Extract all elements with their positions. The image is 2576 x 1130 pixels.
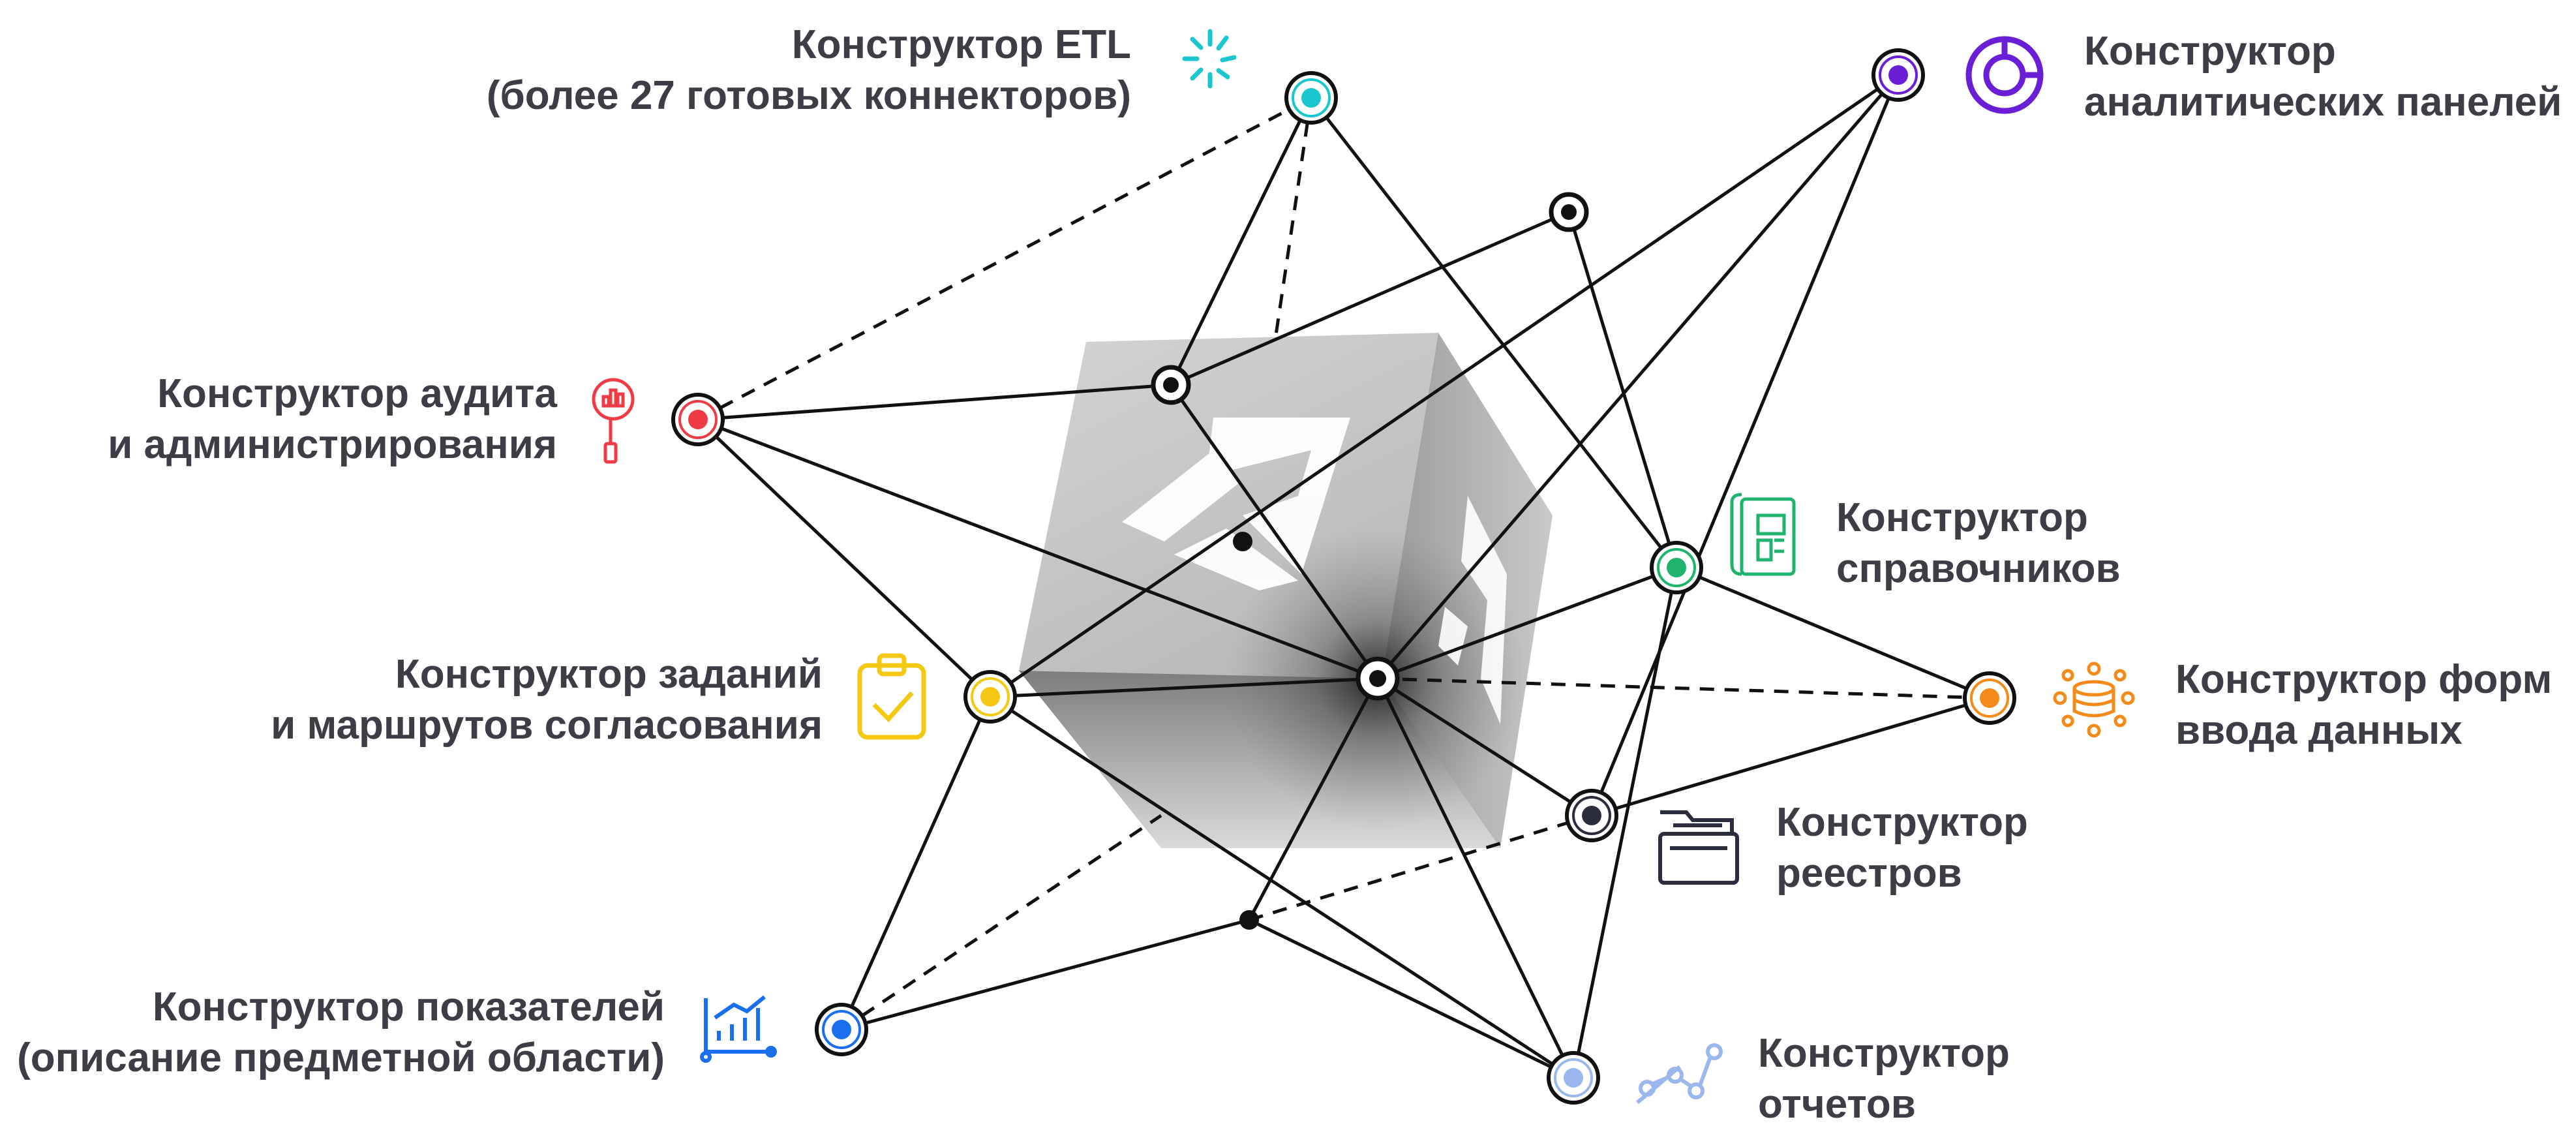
label-tasks-line2: и маршрутов согласования	[271, 703, 823, 748]
junction-node-dot	[1369, 670, 1386, 687]
label-forms-line1: Конструктор форм	[2175, 657, 2553, 702]
label-reports-line2: отчетов	[1758, 1082, 1916, 1127]
module-nodes	[671, 48, 2016, 1105]
cube-side-emblem	[1438, 496, 1507, 724]
node-indicators	[815, 1003, 868, 1056]
bar-chart-growth-icon	[700, 995, 777, 1063]
label-etl-line2: (более 27 готовых коннекторов)	[486, 73, 1131, 118]
node-tasks	[963, 670, 1017, 724]
scatter-graph-icon	[1636, 1043, 1723, 1105]
cube-front-emblem	[1122, 418, 1350, 590]
magnifier-chart-icon	[592, 378, 635, 464]
label-dashboards-line1: Конструктор	[2084, 29, 2336, 74]
label-reports-line1: Конструктор	[1758, 1031, 2010, 1076]
label-audit: Конструктор аудита и администрирования	[108, 369, 557, 470]
clipboard-check-icon	[857, 653, 926, 740]
junction-node-dot	[1163, 377, 1179, 393]
node-audit	[671, 393, 725, 446]
loading-spinner-icon	[1182, 29, 1237, 89]
connections	[697, 73, 1990, 1080]
label-indicators-line1: Конструктор показателей	[152, 985, 665, 1030]
label-registries-line1: Конструктор	[1776, 800, 2028, 845]
blueprint-scroll-icon	[1730, 493, 1796, 576]
label-indicators-line2: (описание предметной области)	[17, 1035, 665, 1080]
database-network-icon	[2053, 662, 2135, 738]
node-registries	[1565, 789, 1618, 842]
label-tasks-line1: Конструктор заданий	[395, 652, 823, 697]
label-audit-line2: и администрирования	[108, 422, 557, 467]
label-registries: Конструктор реестров	[1776, 797, 2028, 899]
label-etl-line1: Конструктор ETL	[791, 22, 1131, 67]
label-reports: Конструктор отчетов	[1758, 1028, 2010, 1130]
label-registries-line2: реестров	[1776, 851, 1962, 896]
junctions	[1151, 192, 1589, 930]
donut-chart-icon	[1965, 36, 2044, 114]
node-dashboards	[1871, 48, 1925, 102]
node-reports	[1547, 1051, 1600, 1105]
label-audit-line1: Конструктор аудита	[157, 371, 557, 416]
label-dashboards-line2: аналитических панелей	[2084, 80, 2562, 125]
folder-documents-icon	[1658, 810, 1739, 885]
label-indicators: Конструктор показателей (описание предме…	[17, 982, 665, 1084]
label-forms-line2: ввода данных	[2175, 708, 2462, 753]
label-references-line2: справочников	[1836, 546, 2121, 591]
junction-point	[1233, 532, 1252, 551]
node-references	[1650, 541, 1703, 594]
label-dashboards: Конструктор аналитических панелей	[2084, 26, 2562, 128]
junction-node-dot	[1561, 204, 1577, 220]
node-etl	[1284, 71, 1338, 125]
label-etl: Конструктор ETL (более 27 готовых коннек…	[487, 20, 1131, 121]
cube-logo	[1019, 333, 1553, 848]
label-tasks: Конструктор заданий и маршрутов согласов…	[271, 649, 823, 751]
node-forms	[1963, 671, 2016, 725]
label-references-line1: Конструктор	[1836, 495, 2088, 540]
label-forms: Конструктор форм ввода данных	[2175, 654, 2552, 756]
label-references: Конструктор справочников	[1836, 493, 2121, 594]
junction-point	[1239, 910, 1259, 930]
dashed-connections	[697, 96, 1990, 1031]
